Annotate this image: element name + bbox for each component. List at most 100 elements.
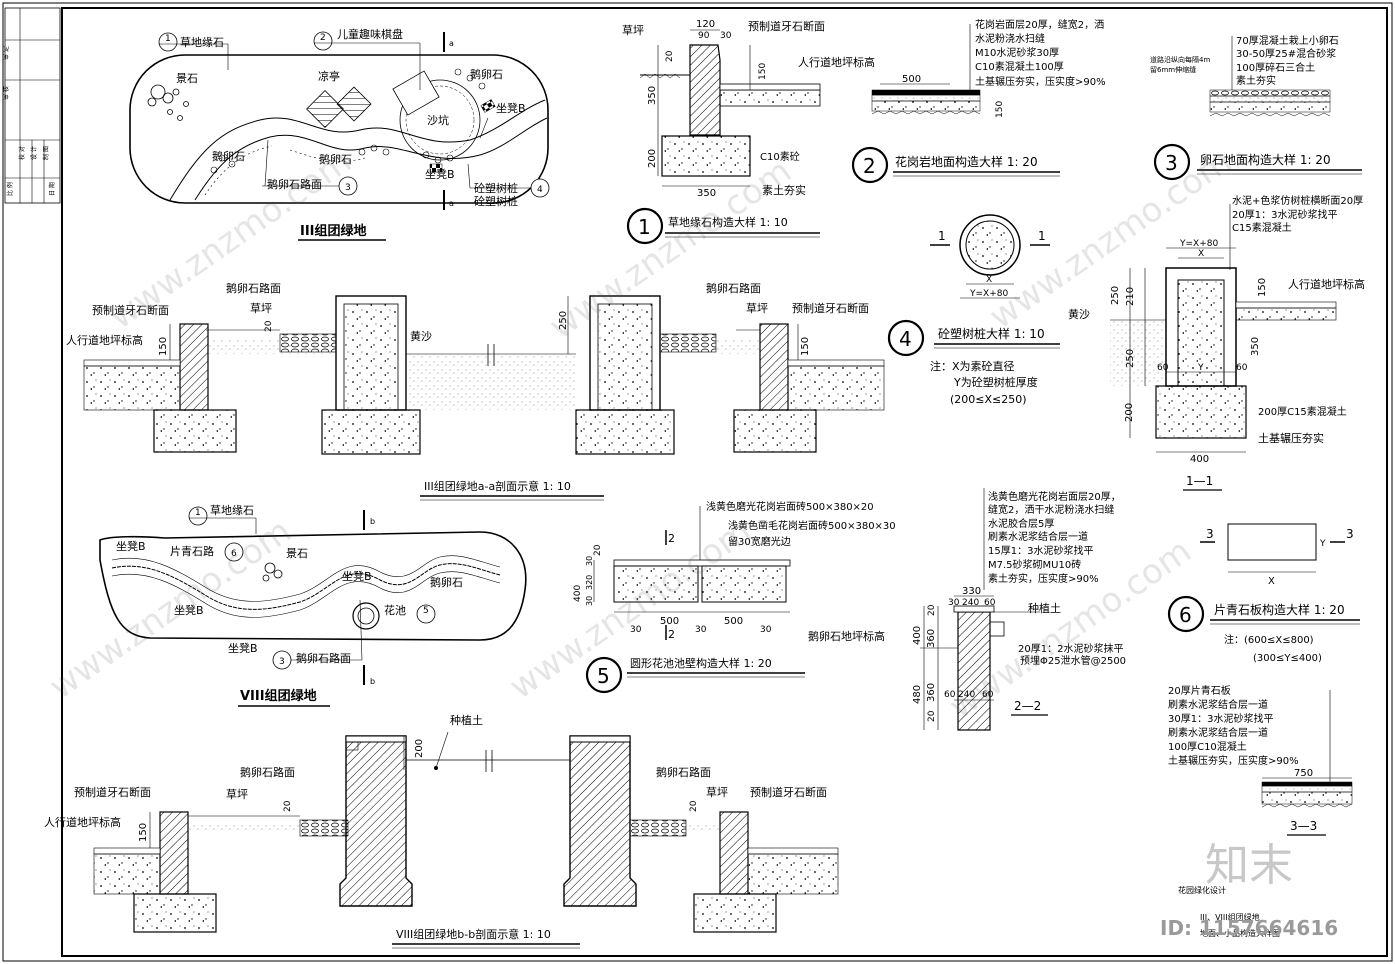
plan3-label-stump-2: 砼塑树桩 <box>474 194 518 208</box>
d2-dim-500: 500 <box>902 74 921 85</box>
aa-dim-150-left: 150 <box>158 337 169 356</box>
s11-dim-400: 400 <box>1190 454 1209 465</box>
d2-dim-150: 150 <box>995 101 1005 118</box>
detail-1-number: 1 <box>638 215 651 239</box>
d6-dim-x: X <box>1268 576 1275 587</box>
d1-dim-30: 30 <box>720 31 732 41</box>
section-3-3: 750 20厚片青石板 刷素水泥浆结合层一道 30厚1：3水泥砂浆找平 刷素水泥… <box>1168 684 1353 836</box>
d6-note-2: (300≤Y≤400) <box>1253 653 1322 664</box>
s11-title: 1—1 <box>1186 474 1213 488</box>
d4-note-3: (200≤X≤250) <box>950 393 1027 406</box>
s33-line-3: 30厚1：3水泥砂浆找平 <box>1168 712 1273 725</box>
detail-5-planter-wall: 20 400 30 320 30 30 500 30 500 30 2 2 浅黄… <box>573 500 896 694</box>
bb-label-pebble-1: 鹅卵石路面 <box>240 765 295 779</box>
s22-title: 2—2 <box>1014 699 1041 713</box>
aa-label-curb-1: 预制道牙石断面 <box>92 303 169 317</box>
d6-note-1: 注：(600≤X≤800) <box>1224 633 1314 646</box>
d6-section-3-left: 3 <box>1206 527 1214 541</box>
d5-section-2-bottom: 2 <box>668 628 675 641</box>
d1-dim-200: 200 <box>647 149 658 168</box>
detail-6-bluestone: 3 3 X Y 6 片青石板构造大样 1: 20 注：(600≤X≤800) (… <box>1167 523 1360 664</box>
plan3-marker-1: 1 <box>165 34 171 44</box>
s22-label-mortar: 20厚1：2水泥砂浆抹平 <box>1018 642 1123 655</box>
side-cell-7: 日 期 <box>48 182 56 196</box>
d5-dim-30c: 30 <box>630 625 642 635</box>
detail-5-title: 圆形花池池壁构造大样 1: 20 <box>630 656 772 670</box>
side-cell-6: 比 例 <box>6 182 14 196</box>
s22-dim-480: 480 <box>912 685 923 704</box>
image-id: ID: 1157664616 <box>1160 916 1338 940</box>
drawing-border <box>61 7 1388 957</box>
plan8-marker-6: 6 <box>231 549 237 559</box>
section-2-2: 330 30 240 60 400 360 20 480 360 20 60 2… <box>808 488 1126 731</box>
section-b-top: b <box>370 517 375 526</box>
d5-text-2: 浅黄色凿毛花岗岩面砖500×380×30 <box>728 519 896 532</box>
d1-dim-150: 150 <box>758 63 768 80</box>
detail-6-number: 6 <box>1179 603 1192 627</box>
d4-dim-y: Y=X+80 <box>969 289 1008 299</box>
s22-label-level: 鹅卵石地坪标高 <box>808 629 885 643</box>
detail-6-title: 片青石板构造大样 1: 20 <box>1214 602 1345 617</box>
plan3-label-pebble-2: 鹅卵石 <box>212 149 245 163</box>
aa-label-sand: 黄沙 <box>410 329 432 343</box>
detail-2-title: 花岗岩地面构造大样 1: 20 <box>895 154 1038 169</box>
s11-line-1: 水泥+色浆仿树桩横断面20厚 <box>1232 194 1363 207</box>
s11-dim-yx80: Y=X+80 <box>1179 239 1218 249</box>
s22-line-3: 水泥胶合层5厚 <box>988 517 1054 530</box>
plan-8-green-space: b b 1 6 5 3 草地缘石 坐凳B 片青石路 景石 坐凳B 鹅卵石 坐凳B… <box>99 504 527 707</box>
detail-3-pebble-ground: 70厚混凝土栽上小卵石 30-50厚25#混合砂浆 100厚碎石三合土 素土夯实… <box>1150 34 1362 181</box>
drawing-name: III、VIII组团绿地 <box>1200 912 1260 922</box>
s33-line-5: 100厚C10混凝土 <box>1168 740 1247 753</box>
d4-section-1-right: 1 <box>1038 229 1046 243</box>
s11-dim-x: X <box>1198 249 1204 259</box>
s22-line-1: 浅黄色磨光花岗岩面层20厚， <box>988 490 1121 503</box>
s11-dim-350: 350 <box>1250 337 1261 356</box>
d5-dim-400: 400 <box>573 585 583 602</box>
d4-note-2: Y为砼塑树桩厚度 <box>953 375 1038 389</box>
plan3-label-stump-1: 砼塑树桩 <box>474 181 518 195</box>
aa-title: III组团绿地a-a剖面示意 1: 10 <box>424 479 571 493</box>
s11-dim-210: 210 <box>1125 287 1136 306</box>
d1-dim-20: 20 <box>665 50 675 62</box>
d2-line-4: C10素混凝土100厚 <box>975 60 1064 73</box>
plan3-label-path: 鹅卵石路面 <box>267 177 322 191</box>
plan3-label-pebble-1: 鹅卵石 <box>470 67 503 81</box>
plan3-marker-4: 4 <box>537 185 543 195</box>
s22-line-2: 缝宽2，洒干水泥粉浇水扫缝 <box>988 503 1114 516</box>
plan3-label-curb: 草地缘石 <box>180 36 224 49</box>
detail-3-number: 3 <box>1165 151 1178 175</box>
section-b-bottom: b <box>370 677 375 686</box>
plan3-marker-3: 3 <box>345 183 351 193</box>
s22-line-7: 素土夯实，压实度>90% <box>988 572 1099 585</box>
d5-section-2-top: 2 <box>668 532 675 545</box>
s22-dim-400: 400 <box>912 626 923 645</box>
s22-label-pipe: 预埋Φ25泄水管@2500 <box>1020 654 1126 667</box>
s22-dim-360: 360 <box>926 629 937 648</box>
s22-dim-240: 240 <box>962 598 979 608</box>
aa-dim-20: 20 <box>264 320 274 332</box>
d3-note-1: 道路沿纵向每隔4m <box>1150 55 1210 64</box>
detail-1-curb: 120 90 30 20 150 350 200 350 草坪 预制道牙石断面 … <box>622 19 875 245</box>
aa-label-pebble-1: 鹅卵石路面 <box>226 281 281 295</box>
s33-line-2: 刷素水泥浆结合层一道 <box>1168 698 1268 711</box>
s22-dim-60: 60 <box>984 598 996 608</box>
bb-title: VIII组团绿地b-b剖面示意 1: 10 <box>396 927 551 941</box>
side-cell-3: 校 对 <box>18 146 26 160</box>
plan3-label-sandpit: 沙坑 <box>427 113 449 127</box>
d5-text-3: 留30宽磨光边 <box>728 535 791 548</box>
s33-line-4: 刷素水泥浆结合层一道 <box>1168 726 1268 739</box>
detail-2-granite: 500 150 花岗岩面层20厚，缝宽2，洒 水泥粉浇水扫缝 M10水泥砂浆30… <box>851 18 1106 184</box>
pebble-dots <box>210 68 486 174</box>
s33-dim-750: 750 <box>1294 768 1313 779</box>
pavilion-icon-2 <box>336 86 372 122</box>
d5-dim-30b: 30 <box>585 556 594 566</box>
d5-dim-320: 320 <box>585 575 594 590</box>
plan8-label-curb: 草地缘石 <box>210 504 254 517</box>
plan3-label-rock: 景石 <box>176 72 198 85</box>
plan3-label-chess: 儿童趣味棋盘 <box>337 27 403 41</box>
section-b-b: 200 150 20 20 种植土 鹅卵石路面 预制道牙石断面 草坪 人行道地坪… <box>44 713 839 949</box>
d1-label-soil: 素土夯实 <box>762 183 806 197</box>
plan8-label-rock: 景石 <box>286 547 308 560</box>
d4-note-1: 注：X为素砼直径 <box>930 359 1015 373</box>
d1-label-c10: C10素砼 <box>760 150 800 163</box>
